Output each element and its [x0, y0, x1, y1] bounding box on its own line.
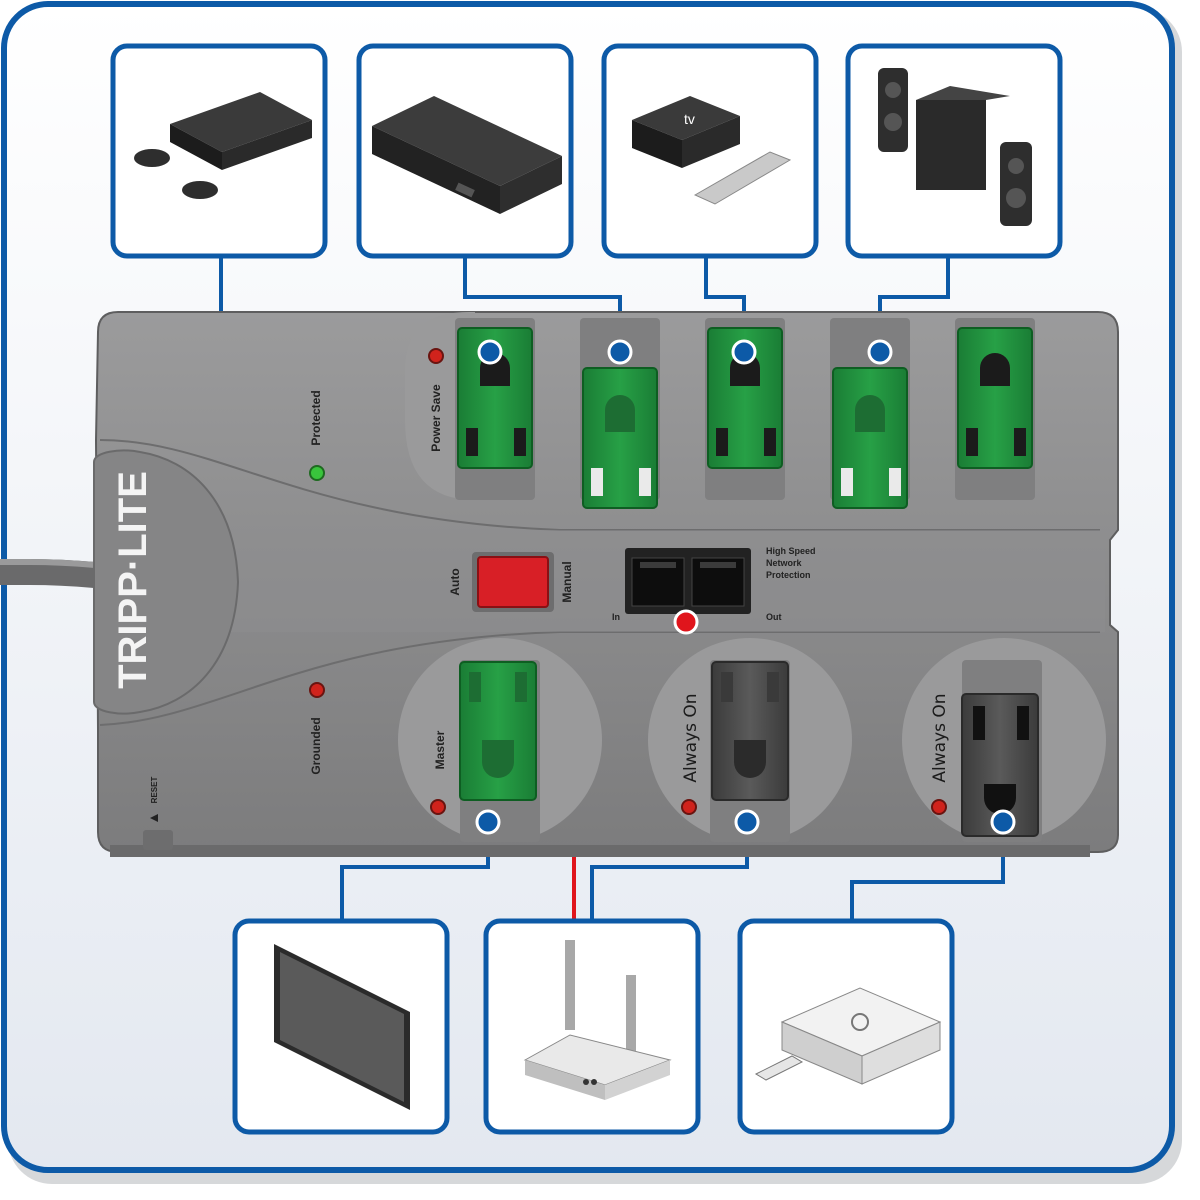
connector-dot-1: [477, 339, 503, 365]
connector-dot-5: [475, 809, 501, 835]
led-always-on-2: [931, 799, 947, 815]
outlet-top-4[interactable]: [832, 367, 908, 509]
apple-tv-icon: [632, 96, 740, 140]
connector-dots: [475, 339, 1016, 835]
outlet-top-2[interactable]: [582, 367, 658, 509]
connector-dot-7: [990, 809, 1016, 835]
reset-arrow-icon: [150, 814, 158, 822]
device-box-game-console: [110, 43, 328, 259]
device-box-apple-tv: tv: [601, 43, 819, 259]
device-box-router: [483, 918, 701, 1135]
blu-ray-player-icon: [372, 96, 562, 186]
router-antenna-right: [626, 975, 636, 1055]
controller-icon-1: [134, 149, 170, 167]
connector-dot-6: [734, 809, 760, 835]
outlet-top-5[interactable]: [957, 327, 1033, 469]
label-port-out: Out: [766, 612, 782, 622]
label-port-in: In: [612, 612, 620, 622]
receiver-remote-icon: [754, 1055, 804, 1081]
outlet-master[interactable]: [459, 661, 537, 801]
surge-strip: TRIPP·LITE: [93, 311, 1119, 857]
connector-dot-3: [731, 339, 757, 365]
label-reset: RESET: [150, 777, 159, 804]
auto-manual-switch[interactable]: [477, 556, 549, 608]
port-out-pins: [700, 562, 736, 568]
controller-icon-2: [182, 181, 218, 199]
device-box-speakers: [845, 43, 1063, 259]
strip-seam-top: [99, 439, 1100, 531]
router-antenna-left: [565, 940, 575, 1030]
label-always-on-2: Always On: [930, 693, 950, 782]
game-console-icon: [170, 92, 312, 152]
remote-icon: [693, 151, 792, 205]
label-network-line2: Network: [766, 558, 803, 568]
led-protected: [309, 465, 325, 481]
outlet-always-on-1[interactable]: [711, 661, 789, 801]
label-network-line3: Protection: [766, 570, 811, 580]
power-cord: [0, 559, 97, 588]
label-protected: Protected: [309, 390, 323, 445]
apple-tv-logo-text: tv: [684, 111, 695, 127]
speaker-left-icon: [878, 68, 908, 152]
device-box-blu-ray: [356, 43, 574, 259]
label-power-save: Power Save: [429, 384, 443, 452]
label-auto: Auto: [448, 568, 462, 595]
device-box-receiver: [737, 918, 955, 1135]
strip-seam-bottom: [99, 631, 1100, 726]
connector-dot-2: [607, 339, 633, 365]
label-grounded: Grounded: [309, 717, 323, 774]
brand-panel: [93, 449, 240, 715]
speaker-right-icon: [1000, 142, 1032, 226]
led-grounded: [309, 682, 325, 698]
port-in-pins: [640, 562, 676, 568]
strip-center-band: [120, 530, 1105, 632]
strip-base: [110, 845, 1090, 857]
led-always-on-1: [681, 799, 697, 815]
reset-button[interactable]: [143, 830, 173, 850]
connector-dot-4: [867, 339, 893, 365]
device-box-monitor: [232, 918, 450, 1135]
network-dot: [673, 609, 699, 635]
power-cord-highlight: [0, 559, 96, 568]
led-power-save: [428, 348, 444, 364]
subwoofer-icon: [916, 100, 986, 190]
outlet-always-on-2[interactable]: [961, 693, 1039, 837]
label-always-on-1: Always On: [681, 693, 701, 782]
label-network-line1: High Speed: [766, 546, 816, 556]
label-manual: Manual: [560, 561, 574, 602]
brand-logo: TRIPP·LITE: [111, 471, 155, 689]
label-master: Master: [433, 730, 447, 769]
led-master: [430, 799, 446, 815]
